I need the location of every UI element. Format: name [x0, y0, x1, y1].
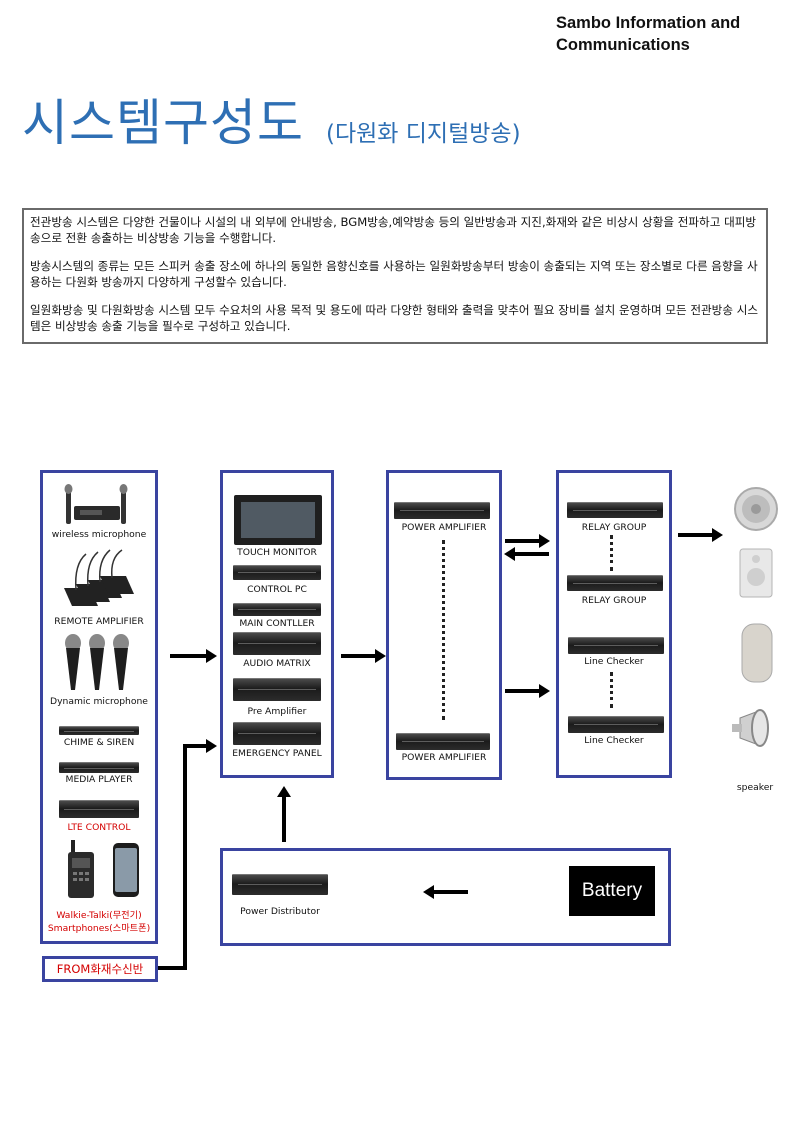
remote-amplifier-icon	[64, 549, 134, 606]
dynamic-microphone-icon	[65, 634, 129, 690]
pre-amplifier-label: Pre Amplifier	[247, 706, 307, 717]
power-supply-box	[220, 848, 671, 946]
company-line2: Communications	[556, 36, 690, 54]
main-controller-unit	[233, 603, 321, 616]
line-checker-1-label: Line Checker	[584, 656, 644, 667]
chime-siren-unit	[59, 726, 139, 735]
fire-receiver-connector-horizontal	[158, 966, 187, 970]
cylinder-speaker-icon	[741, 623, 773, 683]
relay-to-amplifier-arrow	[504, 547, 549, 561]
media-player-label: MEDIA PLAYER	[65, 774, 133, 785]
line-checker-1-unit	[568, 637, 664, 654]
horn-speaker-icon	[732, 709, 769, 747]
description-paragraph-3: 일원화방송 및 다원화방송 시스템 모두 수요처의 사용 목적 및 용도에 따라…	[30, 303, 759, 333]
control-devices-box	[220, 470, 334, 778]
page-subtitle: (다원화 디지털방송)	[326, 121, 521, 147]
control-to-amplifier-arrow	[341, 649, 386, 663]
fire-receiver-input: FROM화재수신반	[42, 956, 158, 982]
line-checker-2-label: Line Checker	[584, 735, 644, 746]
wireless-microphone-icon	[64, 484, 128, 524]
wireless-microphone-label: wireless microphone	[51, 529, 147, 540]
audio-matrix-unit	[233, 632, 321, 655]
sources-to-control-arrow	[170, 649, 217, 663]
media-player-unit	[59, 762, 139, 773]
ceiling-speaker-icon	[734, 487, 778, 531]
line-checker-continuation-dots	[610, 672, 613, 708]
emergency-panel-label: EMERGENCY PANEL	[232, 748, 322, 759]
pre-amplifier-unit	[233, 678, 321, 701]
page-title: 시스템구성도	[22, 94, 304, 152]
chime-siren-label: CHIME & SIREN	[63, 737, 135, 748]
smartphone-icon	[113, 843, 139, 897]
power-to-control-arrow	[277, 786, 291, 842]
touch-monitor-icon	[234, 495, 322, 545]
walkie-talkie-label: Walkie-Talki(무전기)	[56, 910, 142, 921]
emergency-panel-unit	[233, 722, 321, 745]
wall-speaker-icon	[739, 548, 773, 598]
relay-group-2-unit	[567, 575, 663, 591]
power-amplifier-bottom-label: POWER AMPLIFIER	[401, 752, 487, 763]
amplifier-continuation-dots	[442, 540, 445, 720]
control-pc-label: CONTROL PC	[247, 584, 307, 595]
touch-monitor-label: TOUCH MONITOR	[237, 547, 317, 558]
fire-receiver-connector-vertical	[183, 744, 187, 970]
source-devices-box	[40, 470, 158, 944]
relay-group-1-unit	[567, 502, 663, 518]
walkie-talkie-icon	[68, 840, 94, 898]
main-controller-label: MAIN CONTLLER	[239, 618, 315, 629]
relay-group-1-label: RELAY GROUP	[581, 522, 647, 533]
description-paragraph-1: 전관방송 시스템은 다양한 건물이나 시설의 내 외부에 안내방송, BGM방송…	[30, 215, 757, 245]
relay-to-speaker-arrow	[678, 528, 723, 542]
power-amplifier-bottom-unit	[396, 733, 490, 750]
company-line1: Sambo Information and	[556, 14, 741, 32]
lte-control-unit	[59, 800, 139, 818]
relay-group-2-label: RELAY GROUP	[581, 595, 647, 606]
audio-matrix-label: AUDIO MATRIX	[243, 658, 311, 669]
description-box: 전관방송 시스템은 다양한 건물이나 시설의 내 외부에 안내방송, BGM방송…	[22, 208, 768, 344]
battery-to-distributor-arrow	[423, 885, 468, 899]
control-pc-unit	[233, 565, 321, 580]
company-name: Sambo Information and Communications	[556, 12, 740, 56]
amplifier-box	[386, 470, 502, 780]
fire-receiver-to-control-arrow	[183, 739, 217, 753]
lte-control-label: LTE CONTROL	[67, 822, 131, 833]
power-distributor-label: Power Distributor	[240, 906, 320, 917]
power-amplifier-top-unit	[394, 502, 490, 519]
relay-continuation-dots	[610, 535, 613, 571]
dynamic-microphone-label: Dynamic microphone	[50, 696, 148, 707]
relay-box	[556, 470, 672, 778]
remote-amplifier-label: REMOTE AMPLIFIER	[54, 616, 144, 627]
power-distributor-unit	[232, 874, 328, 895]
line-checker-2-unit	[568, 716, 664, 733]
battery-block: Battery	[569, 866, 655, 916]
amplifier-to-relay-arrow-2	[505, 684, 550, 698]
smartphones-label: Smartphones(스마트폰)	[47, 923, 151, 934]
speaker-label: speaker	[736, 782, 774, 793]
description-paragraph-2: 방송시스템의 종류는 모든 스피커 송출 장소에 하나의 동일한 음향신호를 사…	[30, 259, 758, 289]
amplifier-to-relay-arrow-1	[505, 534, 550, 548]
power-amplifier-top-label: POWER AMPLIFIER	[401, 522, 487, 533]
